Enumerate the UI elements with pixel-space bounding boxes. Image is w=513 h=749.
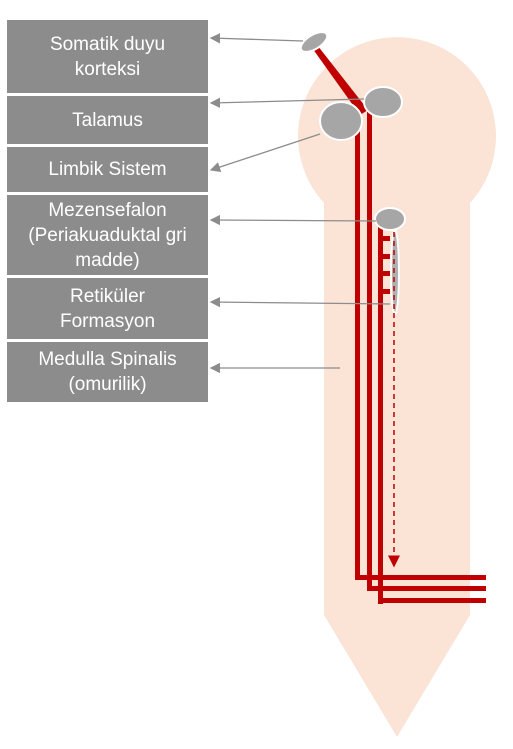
collateral-branch-3 <box>380 271 390 276</box>
collateral-branch-4 <box>380 289 390 294</box>
label-spinal-cord-line-2: (omurilik) <box>38 372 176 397</box>
label-somatic-cortex-line-1: Somatik duyu <box>50 32 165 57</box>
afferent-fiber-middle <box>367 586 486 591</box>
label-thalamus-line-1: Talamus <box>72 108 143 133</box>
label-mesencephalon-line-1: Mezensefalon <box>28 198 186 223</box>
cns-silhouette <box>298 37 496 737</box>
collateral-branch-1 <box>380 236 390 241</box>
spinoreticular-tract <box>378 220 383 604</box>
label-thalamus: Talamus <box>7 96 208 144</box>
collateral-branch-2 <box>380 254 390 259</box>
label-mesencephalon: Mezensefalon (Periakuaduktal gri madde) <box>7 195 208 275</box>
label-spinal-cord: Medulla Spinalis (omurilik) <box>7 342 208 402</box>
arrow-somatic-cortex <box>211 38 303 41</box>
label-mesencephalon-line-2: (Periakuaduktal gri <box>28 223 186 248</box>
label-limbic-system-line-1: Limbik Sistem <box>48 157 166 182</box>
spinothalamic-tract-middle <box>367 104 372 590</box>
label-reticular-formation: Retiküler Formasyon <box>7 278 208 339</box>
thalamus-node <box>364 87 402 117</box>
label-somatic-cortex-line-2: korteksi <box>50 57 165 82</box>
somatosensory-cortex-node <box>298 28 331 56</box>
label-reticular-formation-line-2: Formasyon <box>60 309 155 334</box>
afferent-fiber-bottom <box>378 598 486 603</box>
afferent-fiber-top <box>355 575 486 580</box>
label-spinal-cord-line-1: Medulla Spinalis <box>38 347 176 372</box>
label-mesencephalon-line-3: madde) <box>28 248 186 273</box>
spinothalamic-tract-outer <box>355 100 360 580</box>
label-somatic-cortex: Somatik duyu korteksi <box>7 20 208 93</box>
limbic-system-node <box>320 102 362 140</box>
mesencephalon-node <box>375 208 405 230</box>
label-limbic-system: Limbik Sistem <box>7 147 208 192</box>
reticular-formation-node <box>391 230 399 314</box>
label-reticular-formation-line-1: Retiküler <box>60 284 155 309</box>
